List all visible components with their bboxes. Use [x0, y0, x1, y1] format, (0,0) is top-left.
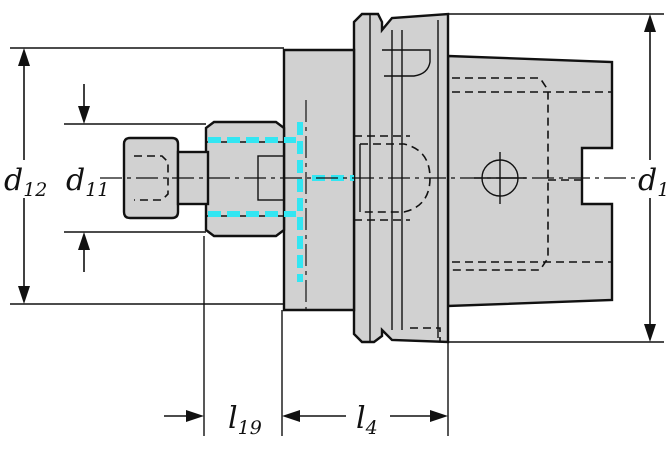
- label-d1: d1: [638, 163, 669, 201]
- label-d11: d11: [66, 163, 109, 201]
- dimension-l19: [164, 410, 204, 422]
- label-l4: l4: [356, 401, 378, 439]
- extension-lines: [10, 13, 664, 436]
- label-d12: d12: [4, 163, 47, 201]
- center-lines: [100, 100, 640, 312]
- dimension-d1: [644, 14, 656, 342]
- label-l19: l19: [228, 401, 262, 439]
- dimension-d11: [78, 84, 90, 272]
- dimension-l4: [282, 410, 448, 422]
- dimension-d12: [18, 48, 30, 304]
